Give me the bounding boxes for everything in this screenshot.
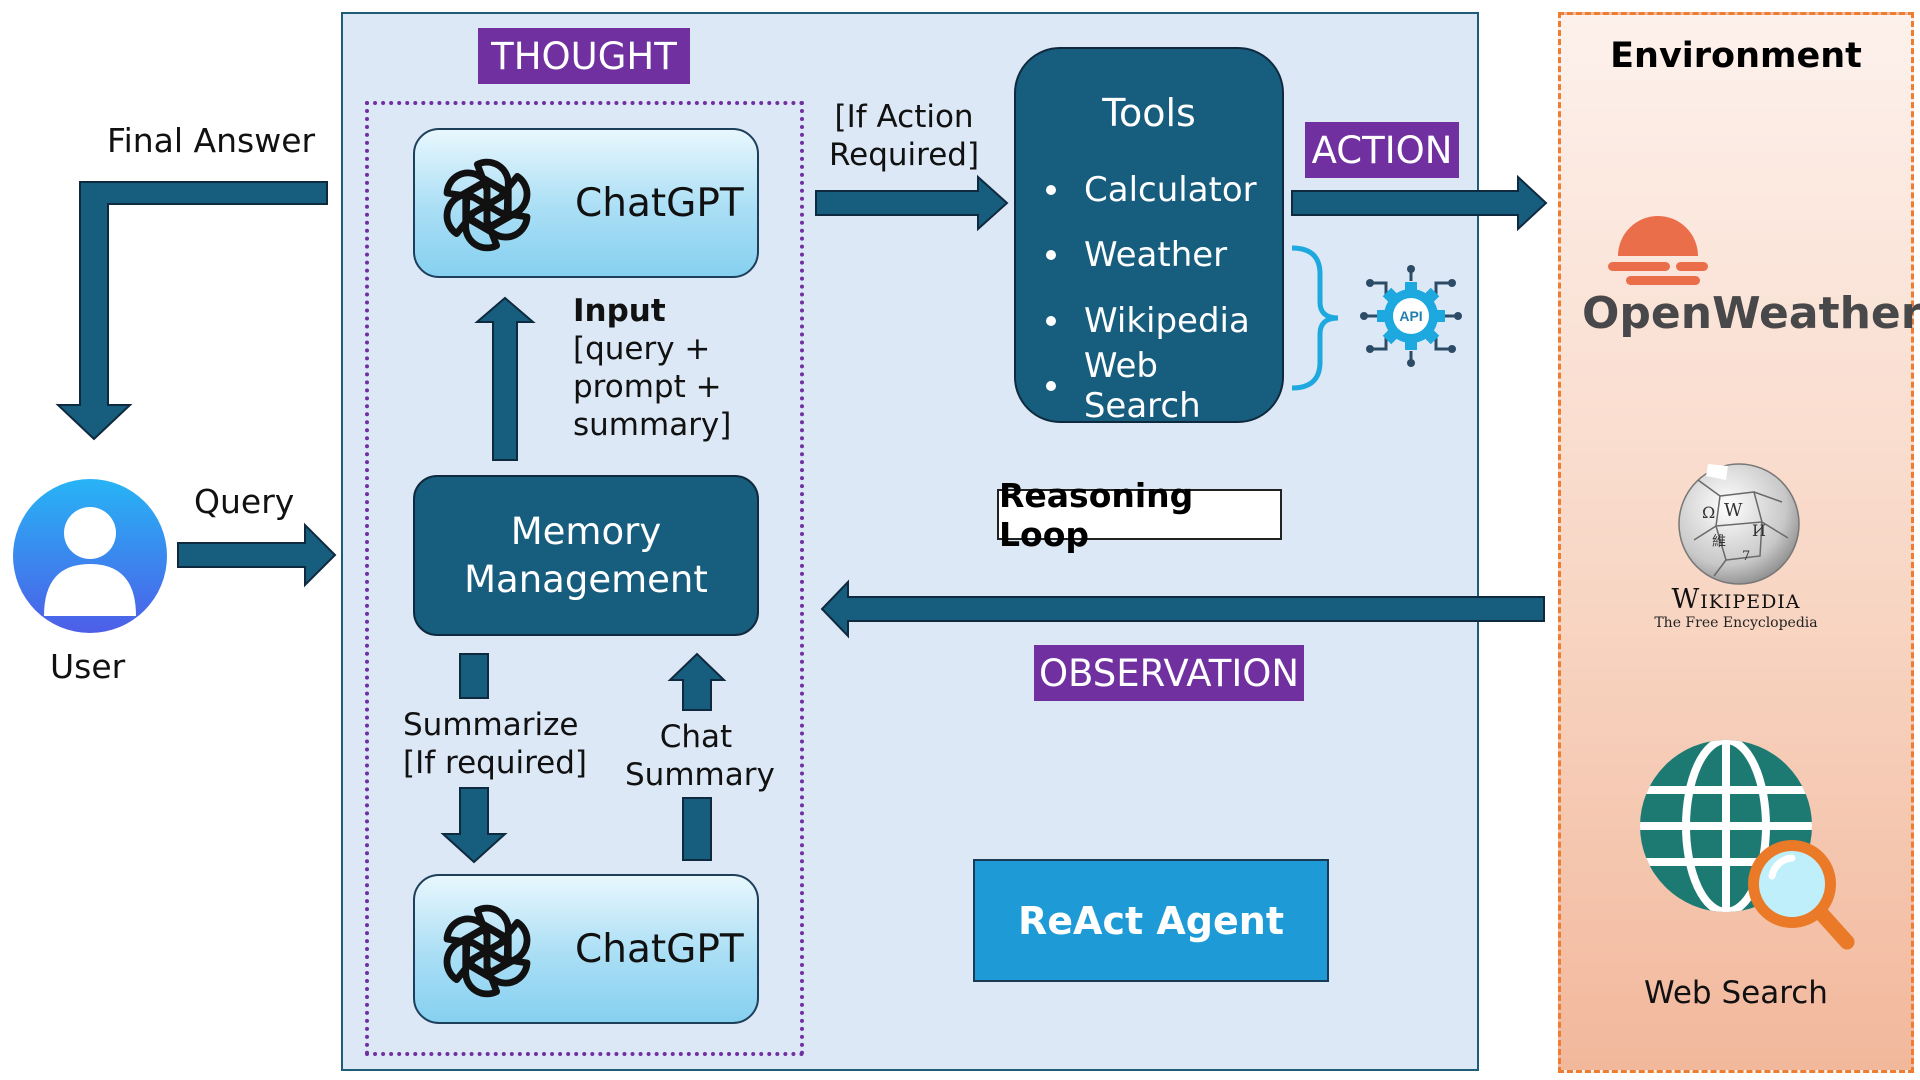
if-action-note: [If Action Required]	[829, 98, 979, 174]
chatgpt-top-label: ChatGPT	[575, 180, 744, 226]
summarize-line-2: [If required]	[403, 745, 587, 781]
tools-list: Calculator Weather Wikipedia Web Search	[1046, 157, 1282, 426]
summarize-note: Summarize [If required]	[403, 706, 587, 782]
input-line-1: [query +	[573, 331, 711, 367]
user-icon	[13, 479, 167, 633]
observation-tag-label: OBSERVATION	[1038, 651, 1300, 695]
if-action-line-1: [If Action	[834, 99, 974, 135]
memory-management-box: Memory Management	[413, 475, 759, 636]
chat-summary-note: Chat Summary	[625, 718, 775, 794]
chatgpt-bottom-card: ChatGPT	[413, 874, 759, 1024]
api-gear-icon: API	[1360, 265, 1462, 367]
input-note: Input [query + prompt + summary]	[573, 292, 731, 444]
chatgpt-top-card: ChatGPT	[413, 128, 759, 278]
action-tag: ACTION	[1305, 122, 1459, 178]
input-line-3: summary]	[573, 407, 732, 443]
web-search-globe-icon	[1640, 740, 1855, 950]
tool-item-weather: Weather	[1046, 223, 1282, 289]
if-action-arrow	[815, 174, 1009, 232]
if-action-line-2: Required]	[829, 137, 980, 173]
chatgpt-bottom-label: ChatGPT	[575, 926, 744, 972]
environment-title: Environment	[1610, 36, 1862, 76]
tool-item-calculator: Calculator	[1046, 157, 1282, 223]
user-label: User	[50, 647, 126, 686]
chat-summary-line-2: Summary	[625, 757, 775, 793]
thought-tag-label: THOUGHT	[491, 34, 677, 78]
tools-box: Tools Calculator Weather Wikipedia Web S…	[1014, 47, 1284, 426]
query-label: Query	[194, 482, 295, 521]
openweather-logo-icon	[1608, 216, 1708, 285]
chat-summary-arrow-top	[667, 652, 727, 711]
wikipedia-glyphs: W Ω И 維 7	[1702, 500, 1766, 564]
thought-region	[365, 101, 804, 1056]
memory-line-1: Memory	[510, 509, 662, 553]
svg-text:維: 維	[1712, 534, 1726, 550]
web-search-label: Web Search	[1644, 975, 1828, 1011]
chat-summary-line-1: Chat	[659, 719, 733, 755]
openweather-wordmark: OpenWeather	[1582, 288, 1920, 339]
openai-logo-icon	[443, 904, 531, 998]
wikipedia-globe-icon: W Ω И 維 7	[1678, 463, 1800, 585]
svg-text:W: W	[1724, 500, 1743, 521]
brace-icon	[1291, 245, 1339, 391]
tool-item-web-search: Web Search	[1046, 346, 1282, 426]
api-icon-text: API	[1399, 308, 1422, 324]
bullet-icon	[1046, 184, 1056, 195]
final-answer-arrow	[55, 181, 328, 441]
openai-logo-icon	[443, 158, 531, 252]
wikipedia-tagline: The Free Encyclopedia	[1654, 615, 1818, 631]
input-up-arrow	[474, 296, 536, 461]
observation-tag: OBSERVATION	[1034, 645, 1304, 701]
thought-tag: THOUGHT	[478, 28, 690, 84]
svg-text:7: 7	[1742, 549, 1750, 564]
svg-text:Ω: Ω	[1702, 503, 1715, 522]
final-answer-label: Final Answer	[107, 121, 316, 160]
reasoning-loop-text: Reasoning Loop	[999, 475, 1194, 554]
react-agent-text: ReAct Agent	[1018, 898, 1284, 943]
react-agent-label: ReAct Agent	[973, 859, 1329, 982]
tool-item-wikipedia: Wikipedia	[1046, 288, 1282, 354]
action-arrow	[1291, 174, 1548, 232]
user-avatar	[12, 478, 168, 634]
reasoning-loop-label: Reasoning Loop	[997, 476, 1282, 554]
chat-summary-arrow-bottom	[682, 797, 712, 861]
memory-line-2: Management	[464, 557, 708, 601]
summarize-arrow-top	[459, 653, 489, 699]
input-heading: Input	[573, 293, 666, 329]
summarize-arrow-bottom	[440, 787, 508, 864]
bullet-icon	[1046, 381, 1056, 392]
bullet-icon	[1046, 250, 1056, 261]
action-tag-label: ACTION	[1311, 128, 1453, 172]
summarize-line-1: Summarize	[403, 707, 579, 743]
query-arrow	[177, 522, 337, 588]
observation-arrow	[820, 579, 1545, 639]
tools-title: Tools	[1102, 91, 1196, 135]
wikipedia-wordmark: Wikipedia	[1671, 584, 1801, 615]
svg-text:И: И	[1752, 521, 1766, 540]
bullet-icon	[1046, 315, 1056, 326]
input-line-2: prompt +	[573, 369, 722, 405]
